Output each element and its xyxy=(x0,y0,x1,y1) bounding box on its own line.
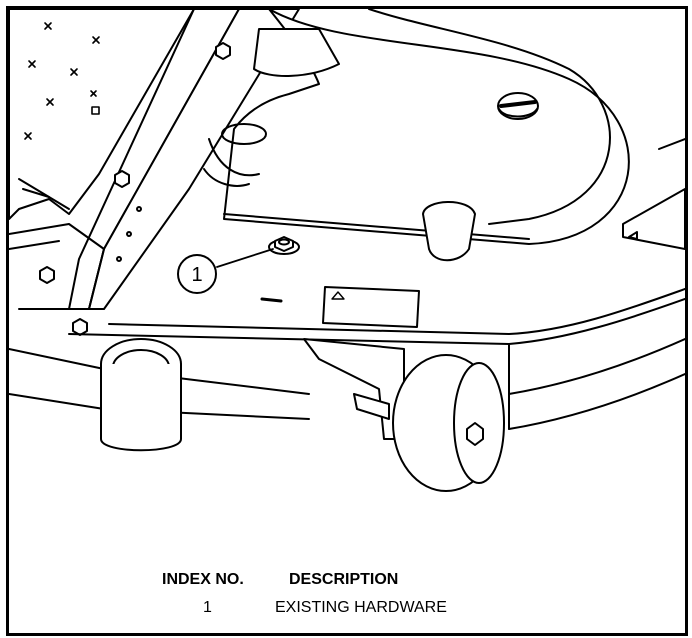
existing-hardware-nut xyxy=(268,236,300,255)
callout-leader xyxy=(216,248,274,268)
roller-tube xyxy=(9,338,310,452)
legend-header-index: INDEX NO. xyxy=(162,571,244,588)
hardware-legend: INDEX NO. DESCRIPTION 1 EXISTING HARDWAR… xyxy=(9,529,685,629)
pulley-housing xyxy=(203,28,340,187)
legend-header-description: DESCRIPTION xyxy=(289,571,399,588)
caster-bracket xyxy=(303,338,405,440)
callout-1-label: 1 xyxy=(191,264,202,286)
warning-decal xyxy=(260,286,420,328)
frame-rail xyxy=(9,9,300,310)
legend-row-description: EXISTING HARDWARE xyxy=(275,599,447,616)
legend-row-index: 1 xyxy=(203,599,212,616)
mower-deck-illustration: 1 xyxy=(9,9,685,492)
perforated-panel xyxy=(9,9,195,220)
figure-frame: 1 INDEX NO. DESCRIPTION 1 EXISTING HARDW… xyxy=(6,6,688,636)
callout-1: 1 xyxy=(177,254,217,294)
caster-wheel xyxy=(392,354,505,492)
deck-shell xyxy=(68,138,685,430)
